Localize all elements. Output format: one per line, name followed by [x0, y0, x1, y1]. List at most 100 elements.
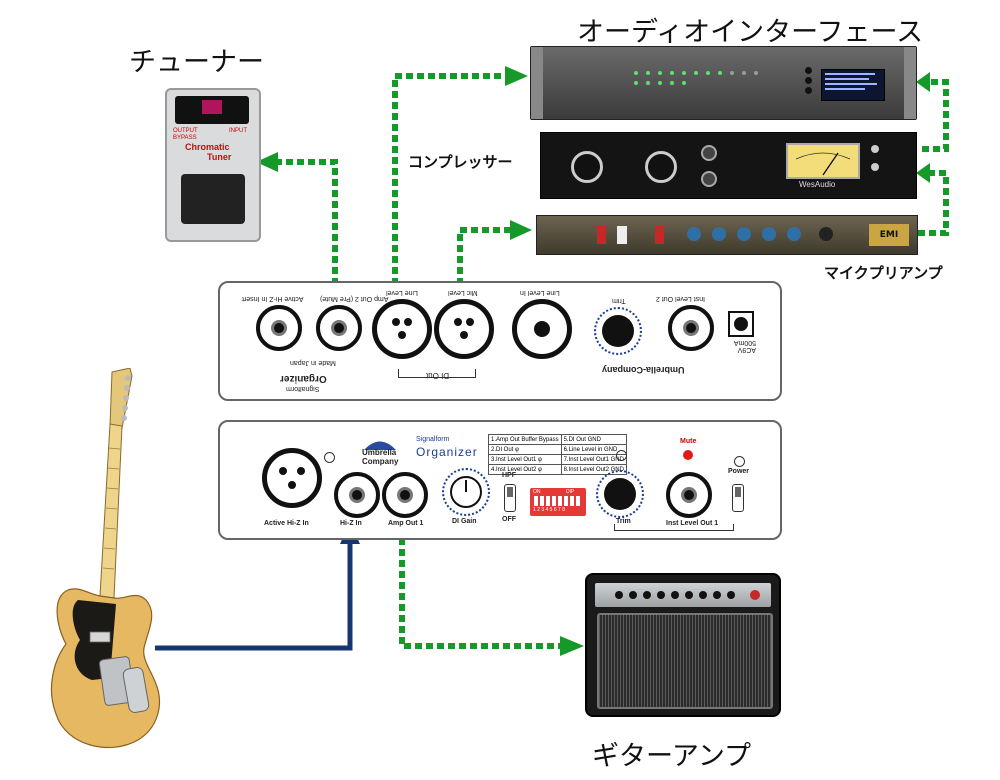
- label-active-hiz-insert: Active Hi-Z In Insert: [242, 295, 304, 302]
- preamp-knob-5: [787, 227, 801, 241]
- xlr-mic-level[interactable]: [434, 299, 494, 359]
- label-inst-out-1: Inst Level Out 1: [664, 520, 721, 527]
- trim-knob-top[interactable]: [602, 315, 634, 347]
- preamp-knob-4: [762, 227, 776, 241]
- trim-dot-ring-top: [594, 307, 642, 355]
- dc-power-jack[interactable]: [728, 311, 754, 337]
- label-audio-interface: オーディオインターフェース: [577, 17, 924, 48]
- tuner-bypass-label: BYPASS: [173, 135, 197, 141]
- tuner-pedal: OUTPUT BYPASS INPUT Chromatic Tuner: [165, 88, 261, 242]
- jack-inst-level-out-1[interactable]: [666, 472, 712, 518]
- label-active-hiz-in: Active Hi-Z In: [264, 520, 309, 527]
- label-compressor: コンプレッサー: [408, 153, 513, 171]
- label-trim: Trim: [616, 518, 631, 525]
- tuner-output-label: OUTPUT: [173, 128, 198, 134]
- label-amp-out-1: Amp Out 1: [388, 520, 424, 527]
- trim-dot-ring: [596, 470, 644, 518]
- table-cell: 8.Inst Level Out2 GND: [560, 464, 627, 475]
- label-line-level-in: Line Level In: [520, 289, 560, 296]
- rack-ear-left: [531, 47, 543, 119]
- label-di-out: DI Out: [426, 371, 450, 380]
- preamp-badge: EMI: [869, 224, 909, 246]
- preamp-knob-1: [687, 227, 701, 241]
- label-amp-out-2: Amp Out 2 (Pre Mute): [320, 295, 389, 302]
- label-inst-out-2: Inst Level Out 2: [656, 295, 706, 302]
- label-power: Power: [728, 468, 750, 475]
- xlr-line-level[interactable]: [372, 299, 432, 359]
- dip-numbers: 1 2 3 4 5 6 7 8: [533, 507, 565, 513]
- label-tuner: チューナー: [129, 47, 264, 78]
- jack-inst-level-out-2[interactable]: [668, 305, 714, 351]
- audio-interface-device: [530, 46, 917, 120]
- label-mute: Mute: [680, 438, 697, 445]
- label-made-in-japan: Made in Japan: [290, 359, 336, 366]
- jack-amp-out-2[interactable]: [316, 305, 362, 351]
- tuner-title-1: Chromatic: [185, 142, 230, 152]
- meter-leds: [634, 71, 758, 85]
- xlr-active-hiz-in[interactable]: [262, 448, 322, 508]
- compressor-switch-1: [871, 145, 879, 153]
- amp-grille: [597, 613, 773, 709]
- dip-switch-bank[interactable]: ON DIP 1 2 3 4 5 6 7 8: [530, 488, 586, 516]
- trim-knob[interactable]: [604, 478, 636, 510]
- cable-mic-to-preamp: [457, 227, 510, 296]
- cable-line-to-interface: [392, 73, 505, 296]
- combo-line-level-in[interactable]: [512, 299, 572, 359]
- guitar-amp-device: [585, 573, 781, 717]
- di-gain-knob[interactable]: [450, 476, 482, 508]
- di-gain-dot-ring: [442, 468, 490, 516]
- preamp-red-switch-1: [597, 226, 606, 244]
- power-switch[interactable]: [732, 484, 744, 512]
- active-led: [324, 452, 335, 463]
- label-hpf-off: OFF: [502, 516, 516, 523]
- dip-label: DIP: [566, 489, 575, 495]
- power-led: [734, 456, 745, 467]
- mute-led: [683, 450, 693, 460]
- preamp-red-switch-2: [655, 226, 664, 244]
- label-ac9v: AC9V 500mA: [733, 339, 756, 353]
- mic-preamp-device: EMI: [536, 215, 918, 255]
- dip-levers: [534, 496, 582, 506]
- brand-line-1: Umbrella: [362, 448, 397, 457]
- amp-control-panel: [595, 583, 771, 607]
- label-trim-top: Trim: [612, 297, 626, 304]
- table-cell: 4.Inst Level Out2 φ: [488, 464, 562, 475]
- logo-organizer: Organizer: [416, 445, 478, 459]
- di-out-bracket: [398, 369, 476, 378]
- label-guitar-amp: ギターアンプ: [592, 741, 752, 772]
- table-cell: 1.Amp Out Buffer Bypass: [488, 434, 562, 445]
- cable-guitar-to-hiz: [155, 540, 353, 651]
- compressor-output-knob: [645, 151, 677, 183]
- tuner-display: [175, 96, 249, 124]
- hpf-switch[interactable]: [504, 484, 516, 512]
- brand-line-2: Company: [362, 457, 399, 466]
- cable-amp1-to-guitar-amp: [399, 538, 560, 649]
- table-cell: 3.Inst Level Out1 φ: [488, 454, 562, 465]
- label-logo-sub-top: Signalform: [286, 385, 320, 392]
- compressor-input-knob: [571, 151, 603, 183]
- jack-active-hiz-insert[interactable]: [256, 305, 302, 351]
- electric-guitar: [50, 368, 160, 748]
- vu-meter: [786, 143, 860, 179]
- jack-amp-out-1[interactable]: [382, 472, 428, 518]
- label-hpf: HPF: [502, 472, 516, 479]
- organizer-front-panel: Umbrella Company Signalform Organizer 1.…: [218, 420, 782, 540]
- label-mic-level: Mic Level: [448, 289, 478, 296]
- tuner-input-label: INPUT: [229, 128, 247, 134]
- interface-display: [821, 69, 885, 101]
- jack-hiz-in[interactable]: [334, 472, 380, 518]
- cable-amp2-to-tuner: [275, 159, 338, 296]
- preamp-white-switch: [617, 226, 627, 244]
- interface-buttons: [805, 67, 815, 103]
- logo-sub: Signalform: [416, 436, 450, 443]
- label-di-gain: DI Gain: [452, 518, 477, 525]
- preamp-knob-6: [819, 227, 833, 241]
- organizer-back-panel: Active Hi-Z In Insert Amp Out 2 (Pre Mut…: [218, 281, 782, 401]
- compressor-attack-knob: [701, 145, 717, 161]
- rack-ear-right: [904, 47, 916, 119]
- preamp-knob-2: [712, 227, 726, 241]
- label-brand-top: Umbrella-Company: [602, 365, 685, 375]
- compressor-switch-2: [871, 163, 879, 171]
